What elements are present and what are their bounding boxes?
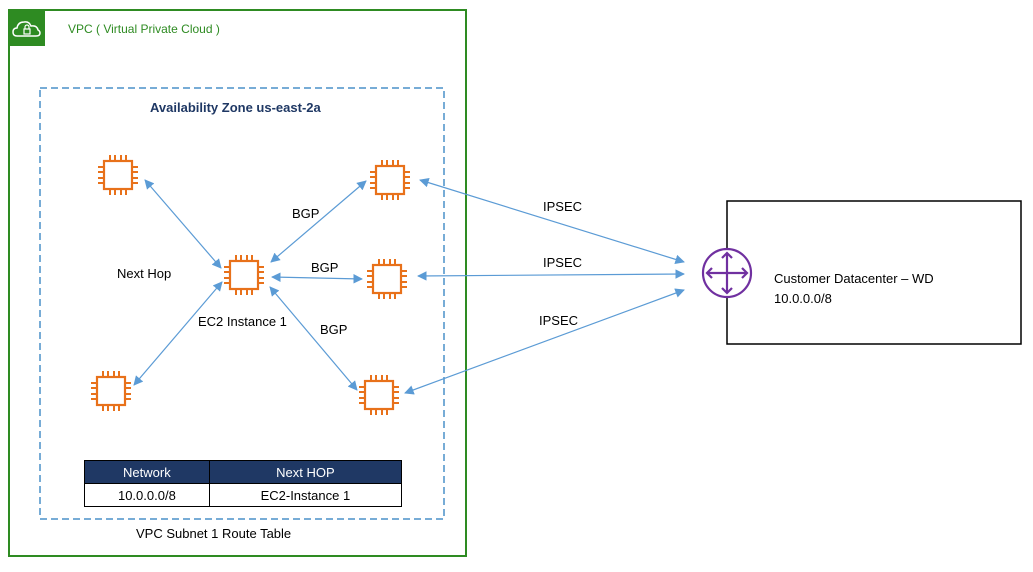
ipsec-label-middle: IPSEC (543, 255, 583, 270)
availability-zone-title: Availability Zone us-east-2a (150, 100, 321, 115)
ec2-instance-label: EC2 Instance 1 (198, 314, 287, 329)
ec2-chip-icon-top-right (368, 158, 412, 202)
ec2-chip-icon-top-left (96, 153, 140, 197)
route-table-header-network: Network (84, 460, 210, 484)
bgp-label-top: BGP (292, 206, 320, 221)
next-hop-label: Next Hop (117, 266, 172, 281)
arrow-next-hop-top (144, 179, 222, 269)
bgp-label-middle: BGP (311, 260, 339, 275)
arrow-bgp-middle (271, 272, 363, 284)
arrow-ipsec-middle (417, 269, 685, 281)
arrow-ipsec-top (419, 177, 685, 265)
route-table-caption: VPC Subnet 1 Route Table (136, 526, 292, 541)
ipsec-label-bottom: IPSEC (539, 313, 579, 328)
arrow-ipsec-bottom (404, 288, 685, 395)
datacenter-box (726, 200, 1022, 345)
datacenter-cidr: 10.0.0.0/8 (774, 291, 832, 306)
router-icon (701, 247, 753, 299)
ec2-chip-icon-bottom-right (357, 373, 401, 417)
datacenter-name: Customer Datacenter – WD (774, 271, 934, 286)
vpc-title: VPC ( Virtual Private Cloud ) (68, 22, 220, 36)
ec2-chip-icon-bottom-left (89, 369, 133, 413)
arrow-bgp-top (270, 180, 367, 263)
route-table-header-row: Network Next HOP (84, 460, 403, 484)
ec2-chip-icon-middle-right (365, 257, 409, 301)
ipsec-label-top: IPSEC (543, 199, 583, 214)
vpc-boundary (8, 9, 467, 557)
table-row: 10.0.0.0/8 EC2-Instance 1 (84, 483, 403, 507)
route-table: Network Next HOP 10.0.0.0/8 EC2-Instance… (84, 460, 403, 507)
arrows (133, 177, 685, 395)
route-next-hop-cell: EC2-Instance 1 (208, 483, 403, 507)
route-network-cell: 10.0.0.0/8 (84, 483, 210, 507)
availability-zone-boundary (39, 87, 445, 520)
arrow-next-hop-bottom (133, 281, 223, 386)
arrow-bgp-bottom (269, 286, 358, 391)
vpc-cloud-icon (10, 11, 45, 46)
bgp-label-bottom: BGP (320, 322, 348, 337)
ec2-chip-icon-center (222, 253, 266, 297)
route-table-header-next-hop: Next HOP (208, 460, 403, 484)
